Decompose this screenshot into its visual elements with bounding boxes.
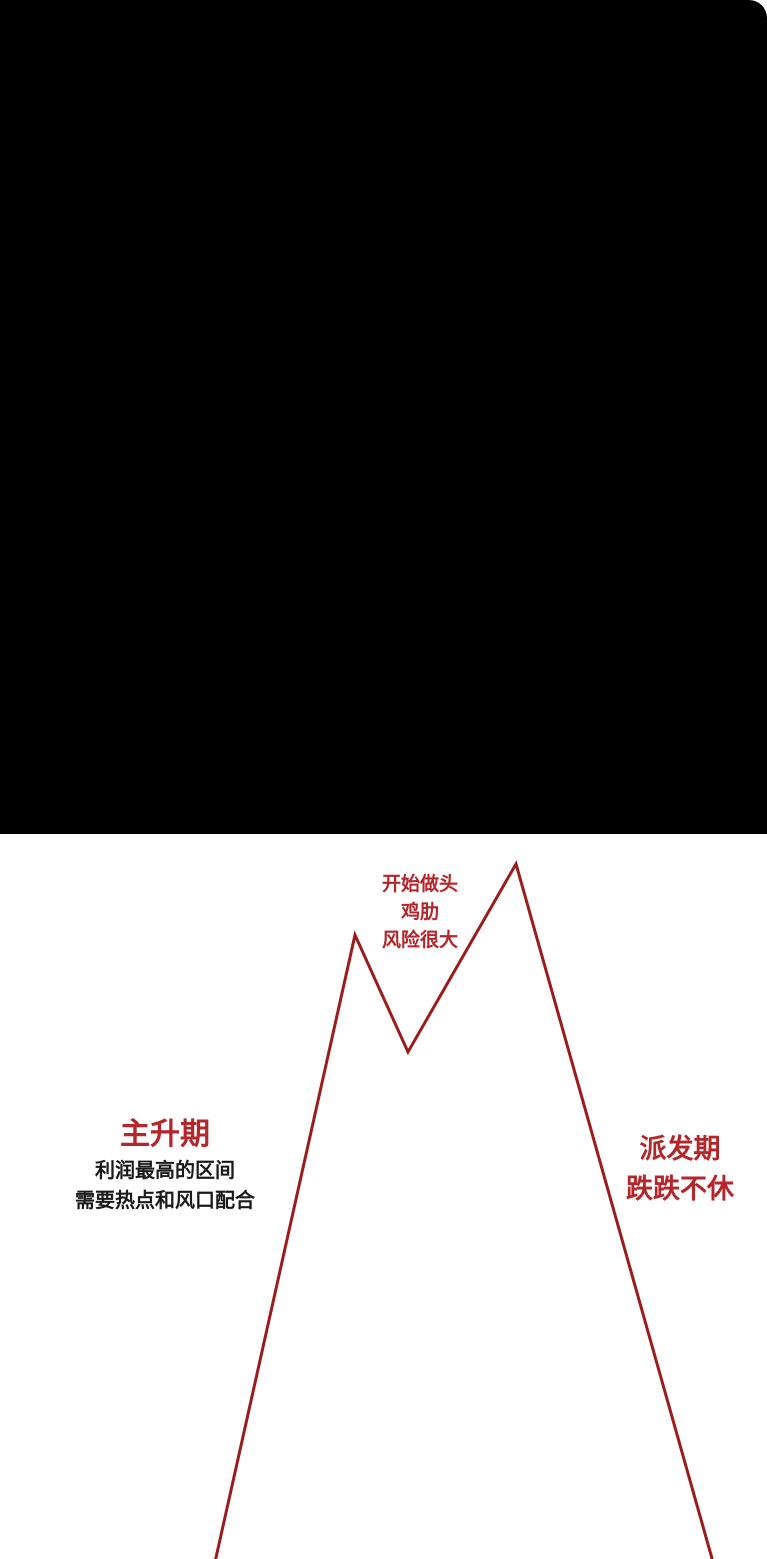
main-rise-line-1: 利润最高的区间: [95, 1158, 235, 1182]
main-rise-label: 主升期 利润最高的区间 需要热点和风口配合: [40, 1115, 290, 1215]
price-trend-line: [214, 860, 714, 1559]
distribution-title: 派发期: [639, 1134, 721, 1165]
topping-line-1: 开始做头: [381, 873, 458, 895]
main-rise-title: 主升期: [120, 1117, 210, 1152]
topping-line-3: 风险很大: [381, 929, 458, 951]
topping-line-2: 鸡肋: [400, 901, 439, 923]
topping-label: 开始做头 鸡肋 风险很大: [340, 870, 500, 954]
main-rise-line-2: 需要热点和风口配合: [75, 1188, 255, 1212]
distribution-label: 派发期 跌跌不休: [600, 1130, 760, 1210]
distribution-subtitle: 跌跌不休: [626, 1174, 734, 1205]
black-image-area: [0, 0, 767, 834]
